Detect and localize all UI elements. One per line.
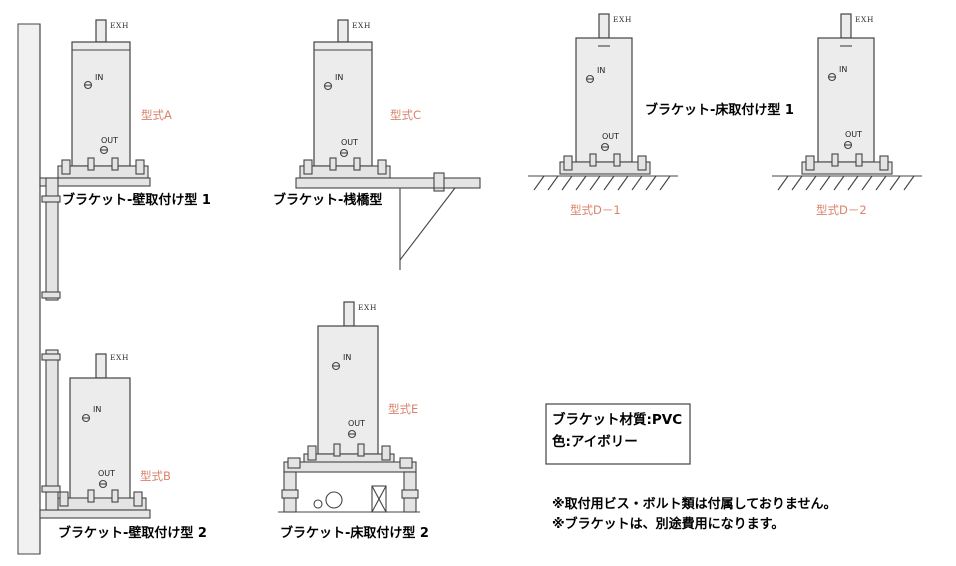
caption: ブラケット-壁取付け型 1 [62,192,211,208]
floor-hatch [528,175,678,191]
in-port-icon [827,72,837,82]
in-label: IN [343,353,351,362]
motor-icon [325,491,343,509]
floor-bracket [801,153,893,175]
in-label: IN [597,66,605,75]
unit-c: EXH IN OUT 型式C ブラケット-桟橋型 [273,19,481,270]
out-port-icon [843,140,853,150]
pump-icon [313,499,323,509]
material-line: ブラケット材質:PVC [552,411,682,428]
color-line: 色:アイボリー [552,433,638,450]
unit-d2: EXH IN OUT 型式D－2 [772,13,922,217]
exhaust-pipe [343,301,355,327]
out-label: OUT [348,419,365,428]
type-label: 型式B [140,469,171,483]
exh-label: EXH [110,353,129,362]
exhaust-pipe [598,13,610,39]
out-port-icon [98,479,108,489]
wall-left [17,23,41,555]
out-label: OUT [845,130,862,139]
out-label: OUT [98,469,115,478]
tank-body [69,377,131,501]
in-port-icon [331,361,341,371]
wall-arm-bracket [39,177,151,301]
tank-base-bracket [303,443,395,465]
exhaust-pipe [95,353,107,379]
type-label: 型式C [390,108,421,122]
out-label: OUT [101,136,118,145]
note-cost: ※ブラケットは、別途費用になります。 [552,516,784,532]
exhaust-pipe [840,13,852,39]
out-label: OUT [341,138,358,147]
in-label: IN [839,65,847,74]
wall-arm-bracket [39,349,151,519]
floor-hatch [772,175,922,191]
in-port-icon [83,80,93,90]
tank-body [575,37,633,163]
in-port-icon [81,413,91,423]
in-label: IN [335,73,343,82]
out-port-icon [600,142,610,152]
unit-e: EXH IN OUT 型式E ブラケット-床取付け型 2 [278,301,429,541]
tank-base-bracket [299,157,391,179]
in-port-icon [585,74,595,84]
out-port-icon [347,429,357,439]
type-label: 型式D－1 [570,203,621,217]
exh-label: EXH [358,303,377,312]
exhaust-pipe [95,19,107,43]
exh-label: EXH [110,21,129,30]
note-hardware: ※取付用ビス・ボルト類は付属しておりません。 [552,496,836,512]
caption: ブラケット-床取付け型 2 [280,525,429,541]
out-port-icon [339,148,349,158]
in-port-icon [323,81,333,91]
out-label: OUT [602,132,619,141]
type-label: 型式D－2 [816,203,867,217]
unit-d1: EXH IN OUT 型式D－1 ブラケット-床取付け型 1 [528,13,794,217]
type-label: 型式E [388,402,418,416]
notes: ※取付用ビス・ボルト類は付属しておりません。 ※ブラケットは、別途費用になります… [552,496,836,532]
unit-a: EXH IN OUT 型式A ブラケット-壁取付け型 1 [39,19,211,301]
out-port-icon [99,145,109,155]
material-box: ブラケット材質:PVC 色:アイボリー [545,403,691,465]
exh-label: EXH [352,21,371,30]
type-label: 型式A [141,108,172,122]
floor-stand [278,457,420,513]
floor-bracket [559,153,651,175]
caption: ブラケット-桟橋型 [273,192,382,208]
exh-label: EXH [855,15,874,24]
caption: ブラケット-壁取付け型 2 [58,525,207,541]
exh-label: EXH [613,15,632,24]
tank-body [817,37,875,163]
in-label: IN [95,73,103,82]
exhaust-pipe [337,19,349,43]
valve-box-icon [371,485,387,513]
pier-beam [295,172,481,270]
unit-b: EXH IN OUT 型式B ブラケット-壁取付け型 2 [39,349,207,541]
tank-body [313,41,373,167]
caption: ブラケット-床取付け型 1 [645,102,794,118]
in-label: IN [93,405,101,414]
tank-body [317,325,379,455]
